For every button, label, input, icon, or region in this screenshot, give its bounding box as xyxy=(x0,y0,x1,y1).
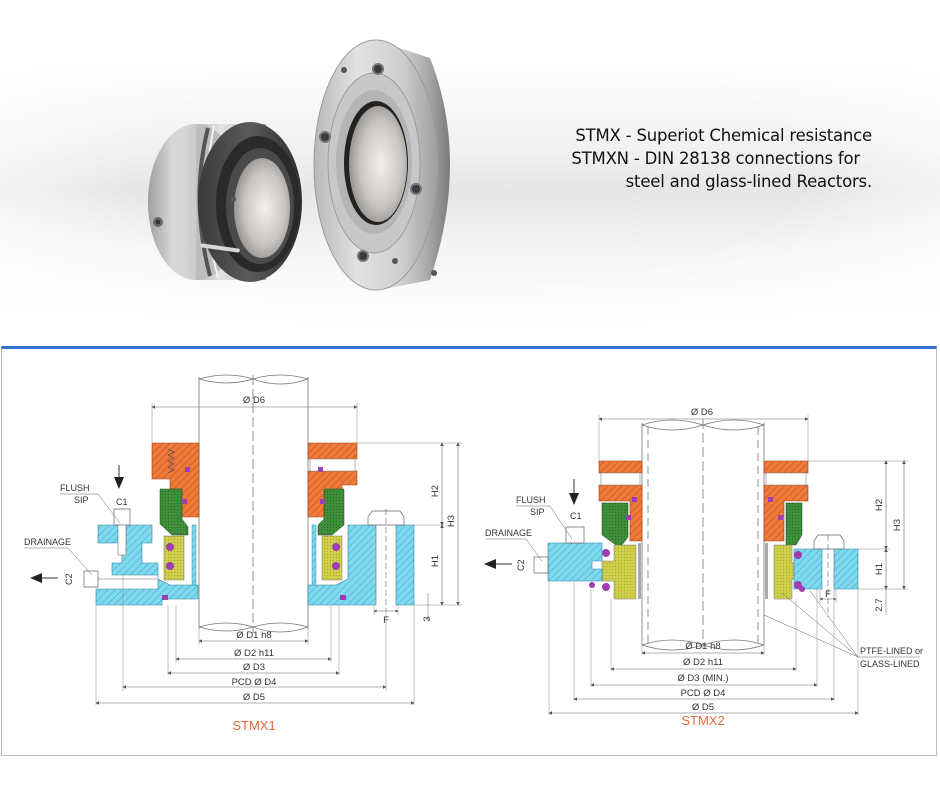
d2-label: Ø D2 h11 xyxy=(683,657,723,668)
cartridge-seal-image xyxy=(148,122,302,282)
h2-label: H2 xyxy=(430,485,441,497)
h3-label: H3 xyxy=(892,519,903,531)
stationary-face-left xyxy=(601,544,637,600)
lining-label-1: PTFE-LINED or xyxy=(860,646,923,656)
housing-right xyxy=(793,548,859,590)
h3-label: H3 xyxy=(446,515,457,527)
flush-label: FLUSH xyxy=(516,495,546,505)
o-rings xyxy=(589,497,805,592)
c2-label: C2 xyxy=(516,559,526,571)
d4-label: PCD Ø D4 xyxy=(232,677,277,688)
stationary-face-left xyxy=(163,535,185,581)
h1-label: H1 xyxy=(430,555,441,567)
tagline-line-reactors: steel and glass-lined Reactors. xyxy=(625,172,873,191)
sip-label: SIP xyxy=(530,507,545,517)
lining-label-2: GLASS-LINED xyxy=(860,659,920,669)
rotary-face-left xyxy=(159,488,189,536)
product-tagline: STMX - Superiot Chemical resistance STMX… xyxy=(571,124,872,193)
technical-drawings: FLUSH SIP C1 DRAINAGE C2 Ø D6 H2 H1 H3 3… xyxy=(24,374,923,733)
housing-left xyxy=(547,542,603,582)
d6-label: Ø D6 xyxy=(691,407,713,418)
o-rings xyxy=(162,467,346,600)
shaft xyxy=(198,374,309,633)
h2-label: H2 xyxy=(874,499,885,511)
flange-seal-image xyxy=(313,39,450,291)
tagline-line-stmx: STMX - Superiot Chemical resistance xyxy=(575,126,872,145)
gap-label: 3 xyxy=(422,616,433,621)
stmx1-caption: STMX1 xyxy=(232,718,275,733)
c1-label: C1 xyxy=(570,511,582,521)
drainage-label: DRAINAGE xyxy=(485,528,532,538)
drawing-stmx2: FLUSH SIP C1 DRAINAGE C2 Ø D6 H2 H1 H3 2… xyxy=(484,407,923,728)
gap-label: 2.7 xyxy=(874,598,885,611)
sip-label: SIP xyxy=(74,495,89,505)
d6-label: Ø D6 xyxy=(243,395,265,406)
shaft xyxy=(641,419,765,651)
c2-label: C2 xyxy=(64,573,74,585)
tagline-line-stmxn: STMXN - DIN 28138 connections for xyxy=(571,149,860,168)
d5-label: Ø D5 xyxy=(243,692,265,703)
d3-label: Ø D3 (MIN.) xyxy=(677,673,728,684)
technical-drawings-panel: FLUSH SIP C1 DRAINAGE C2 Ø D6 H2 H1 H3 3… xyxy=(1,346,937,756)
stmx2-caption: STMX2 xyxy=(681,713,724,728)
drainage-label: DRAINAGE xyxy=(24,537,71,547)
gland-left xyxy=(598,460,643,542)
housing-left xyxy=(95,524,199,606)
flush-label: FLUSH xyxy=(60,483,90,493)
rotary-face-left xyxy=(601,502,629,546)
d5-label: Ø D5 xyxy=(692,702,714,713)
drawing-stmx1: FLUSH SIP C1 DRAINAGE C2 Ø D6 H2 H1 H3 3… xyxy=(24,374,462,733)
d2-label: Ø D2 h11 xyxy=(234,648,274,659)
stationary-face-right xyxy=(321,535,343,581)
d4-label: PCD Ø D4 xyxy=(681,688,726,699)
product-photo xyxy=(148,39,450,291)
gland-right xyxy=(763,460,809,542)
d1-label: Ø D1 h8 xyxy=(236,630,271,641)
d1-label: Ø D1 h8 xyxy=(685,641,720,652)
h1-label: H1 xyxy=(874,563,885,575)
rotary-face-right xyxy=(785,502,803,546)
d3-label: Ø D3 xyxy=(243,662,265,673)
f-label: F xyxy=(825,589,831,600)
c1-label: C1 xyxy=(116,497,128,507)
